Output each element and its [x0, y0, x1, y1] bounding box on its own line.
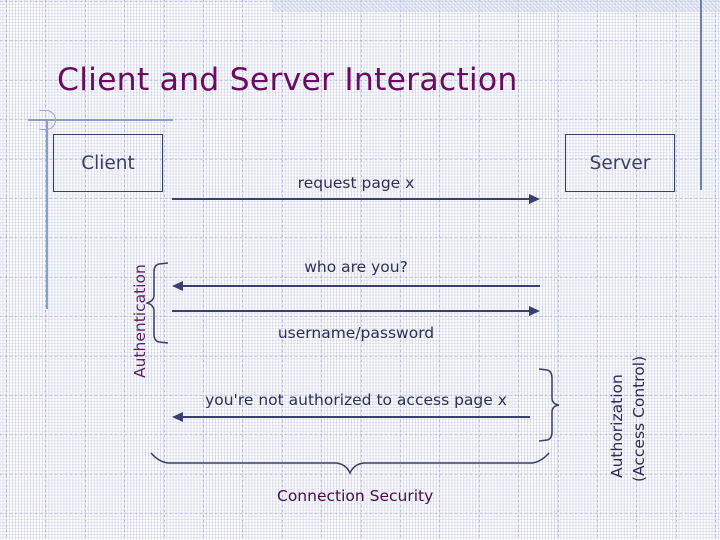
arrow-head-not-authorized: [172, 411, 183, 422]
message-label-not-authorized: you're not authorized to access page x: [205, 391, 507, 409]
connection-security-caption: Connection Security: [277, 487, 434, 505]
arrow-line-who-are-you: [183, 285, 540, 288]
message-label-request-page: request page x: [297, 174, 415, 192]
arrow-head-credentials: [529, 305, 540, 316]
authorization-caption-line2: (Access Control): [630, 355, 648, 482]
arrow-head-who-are-you: [172, 280, 183, 291]
authorization-caption-line1: Authorization: [608, 374, 626, 478]
server-node-box: Server: [565, 134, 675, 192]
authentication-brace: [146, 262, 169, 344]
rule-knob-icon: [39, 110, 56, 130]
message-label-credentials: username/password: [277, 324, 435, 342]
authentication-caption: Authentication: [131, 264, 149, 378]
arrow-line-request-page: [172, 198, 530, 201]
client-node-box: Client: [53, 134, 163, 192]
left-vertical-rule: [46, 119, 48, 309]
server-node-label: Server: [589, 152, 651, 174]
title-underline-rule: [28, 119, 173, 121]
client-node-label: Client: [81, 152, 135, 174]
arrow-line-not-authorized: [183, 416, 530, 419]
header-band: [272, 0, 720, 12]
arrow-head-request-page: [529, 193, 540, 204]
right-vertical-rule: [700, 0, 702, 190]
page-title: Client and Server Interaction: [57, 62, 518, 98]
arrow-line-credentials: [172, 310, 530, 313]
message-label-who-are-you: who are you?: [304, 258, 408, 276]
connection-security-brace: [150, 452, 550, 475]
